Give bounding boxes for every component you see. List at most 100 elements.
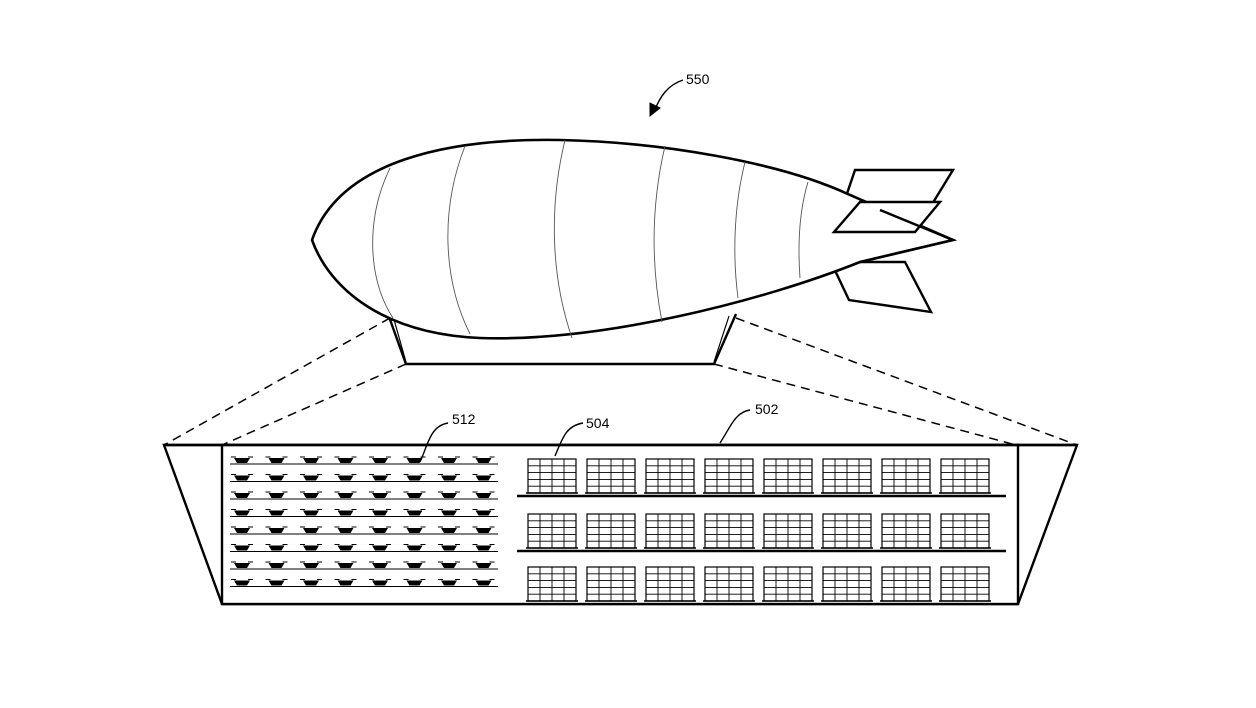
uav-icon (369, 526, 391, 533)
uav-body (303, 510, 319, 516)
uav-icon (438, 579, 460, 586)
uav-icon (369, 579, 391, 586)
inventory-rack (939, 458, 991, 494)
uav-icon (300, 456, 322, 463)
uav-icon (438, 544, 460, 551)
uav-icon (403, 456, 426, 463)
label-550: 550 (686, 71, 710, 87)
uav-icon (334, 526, 357, 533)
uav-icon (403, 491, 426, 498)
tail-point (859, 208, 957, 264)
uav-body (303, 545, 319, 551)
uav-body (372, 458, 388, 463)
uav-body (372, 580, 388, 586)
inventory-rack (939, 566, 991, 602)
uav-body (406, 545, 423, 551)
inventory-rack (585, 566, 637, 602)
uav-icon (334, 544, 357, 551)
uav-icon (403, 579, 426, 586)
uav-body (406, 580, 423, 586)
inventory-rack (585, 513, 637, 549)
inventory-rack (585, 458, 637, 494)
uav-icon (300, 509, 322, 516)
uav-icon (403, 561, 426, 568)
uav-body (268, 580, 285, 586)
uav-body (406, 563, 423, 568)
uav-body (441, 510, 457, 516)
uav-body (337, 580, 354, 586)
uav-icon (369, 474, 391, 481)
uav-icon (265, 544, 288, 551)
label-504: 504 (586, 415, 610, 431)
uav-icon (438, 526, 460, 533)
arrow-550-head (649, 102, 661, 118)
uav-icon (438, 561, 460, 568)
envelope-seams (372, 139, 809, 339)
uav-body (268, 458, 285, 463)
uav-body (234, 458, 250, 463)
uav-icon (231, 456, 253, 463)
uav-body (337, 528, 354, 533)
uav-body (268, 563, 285, 568)
uav-icon (334, 491, 357, 498)
inventory-rack (703, 513, 755, 549)
uav-body (475, 493, 492, 498)
uav-body (234, 510, 250, 516)
uav-icon (265, 579, 288, 586)
uav-icon (472, 509, 495, 516)
uav-icon (438, 474, 460, 481)
uav-body (475, 458, 492, 463)
inventory-rack (644, 513, 696, 549)
uav-body (372, 528, 388, 533)
uav-icon (438, 456, 460, 463)
uav-body (268, 528, 285, 533)
uav-icon (472, 544, 495, 551)
uav-body (234, 475, 250, 481)
uav-icon (300, 526, 322, 533)
inventory-rack (644, 566, 696, 602)
uav-body (303, 528, 319, 533)
uav-body (372, 475, 388, 481)
uav-body (441, 545, 457, 551)
uav-body (234, 563, 250, 568)
uav-body (303, 458, 319, 463)
uav-body (337, 493, 354, 498)
uav-body (268, 475, 285, 481)
uav-body (475, 580, 492, 586)
uav-icon (334, 509, 357, 516)
uav-icon (472, 561, 495, 568)
uav-icon (334, 561, 357, 568)
inventory-rack (526, 513, 578, 549)
inventory-rack (880, 566, 932, 602)
inventory-rack-area (517, 458, 1006, 602)
uav-body (234, 493, 250, 498)
inventory-rack (821, 513, 873, 549)
inventory-rack (526, 458, 578, 494)
uav-body (406, 475, 423, 481)
uav-body (406, 510, 423, 516)
label-502: 502 (755, 401, 779, 417)
uav-icon (403, 509, 426, 516)
uav-body (268, 493, 285, 498)
uav-body (475, 528, 492, 533)
uav-icon (231, 544, 253, 551)
inventory-rack (880, 458, 932, 494)
uav-body (372, 563, 388, 568)
uav-body (475, 475, 492, 481)
inventory-rack (526, 566, 578, 602)
uav-icon (231, 526, 253, 533)
uav-body (337, 458, 354, 463)
uav-icon (438, 491, 460, 498)
inventory-rack (821, 566, 873, 602)
uav-icon (265, 491, 288, 498)
uav-body (303, 563, 319, 568)
inventory-rack (762, 458, 814, 494)
inventory-rack (703, 566, 755, 602)
uav-body (303, 493, 319, 498)
uav-icon (231, 474, 253, 481)
uav-icon (472, 526, 495, 533)
uav-icon (334, 474, 357, 481)
uav-body (475, 563, 492, 568)
leader-512 (419, 422, 449, 463)
uav-icon (265, 509, 288, 516)
